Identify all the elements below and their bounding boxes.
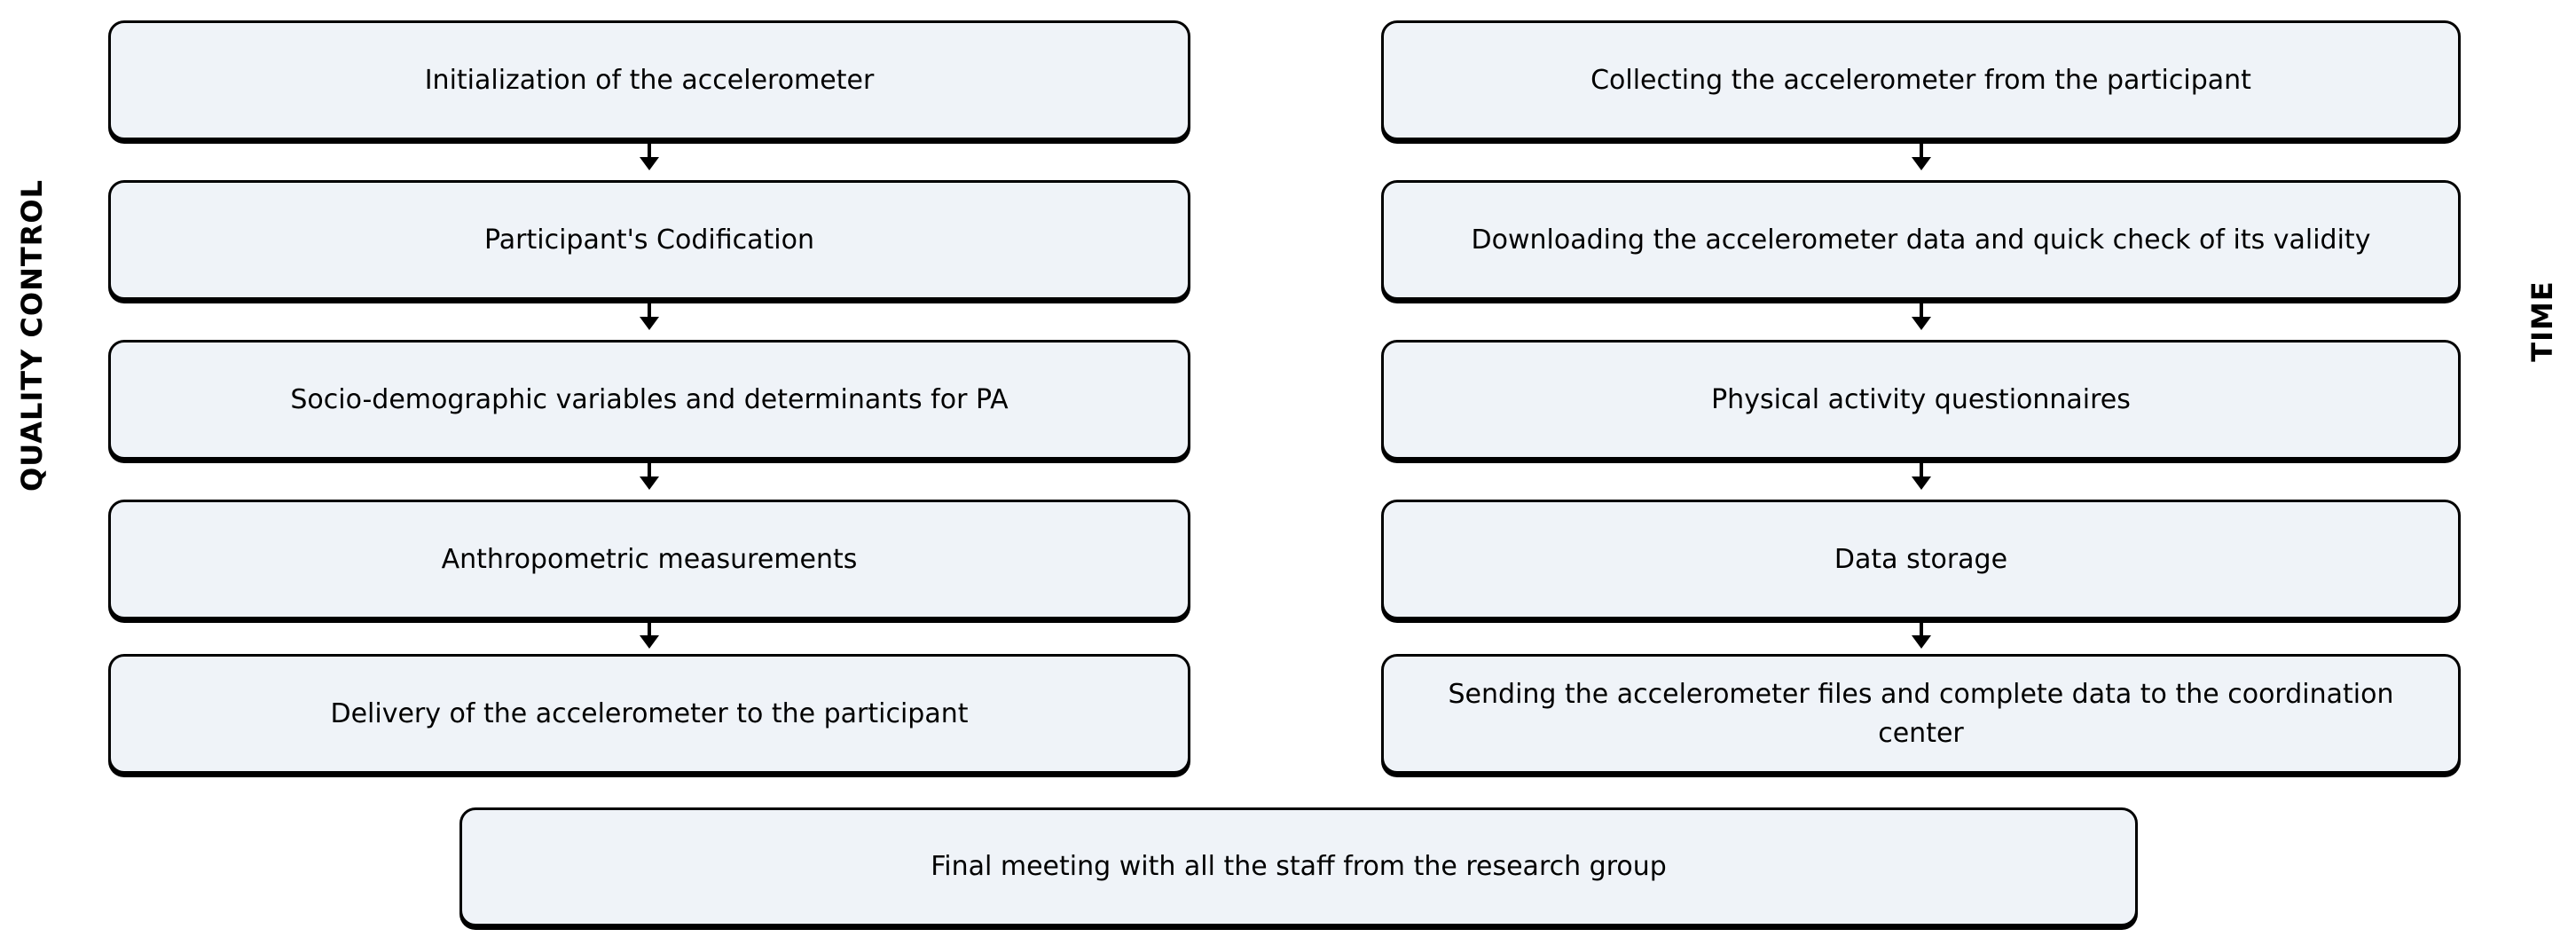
flow-step-box-sociodemographic: Socio-demographic variables and determin… bbox=[108, 340, 1190, 460]
arrow-down-icon bbox=[1902, 621, 1941, 651]
flow-step-box-data-storage: Data storage bbox=[1381, 500, 2461, 619]
arrow-down-icon bbox=[630, 143, 669, 173]
flow-step-box-initialization: Initialization of the accelerometer bbox=[108, 20, 1190, 140]
flow-step-box-downloading: Downloading the accelerometer data and q… bbox=[1381, 180, 2461, 300]
arrow-down-icon bbox=[1902, 462, 1941, 492]
flow-step-box-sending: Sending the accelerometer files and comp… bbox=[1381, 654, 2461, 774]
flow-step-box-anthropometric: Anthropometric measurements bbox=[108, 500, 1190, 619]
flow-step-box-final-meeting: Final meeting with all the staff from th… bbox=[459, 807, 2138, 926]
arrow-down-icon bbox=[630, 303, 669, 333]
arrow-down-icon bbox=[630, 621, 669, 651]
flow-step-box-delivery: Delivery of the accelerometer to the par… bbox=[108, 654, 1190, 774]
arrow-down-icon bbox=[1902, 143, 1941, 173]
flow-step-box-codification: Participant's Codification bbox=[108, 180, 1190, 300]
time-axis-label: TIME bbox=[2525, 280, 2559, 362]
quality-control-axis-label: QUALITY CONTROL bbox=[15, 179, 49, 492]
arrow-down-icon bbox=[1902, 303, 1941, 333]
arrow-down-icon bbox=[630, 462, 669, 492]
flow-step-box-questionnaires: Physical activity questionnaires bbox=[1381, 340, 2461, 460]
flow-step-box-collecting: Collecting the accelerometer from the pa… bbox=[1381, 20, 2461, 140]
